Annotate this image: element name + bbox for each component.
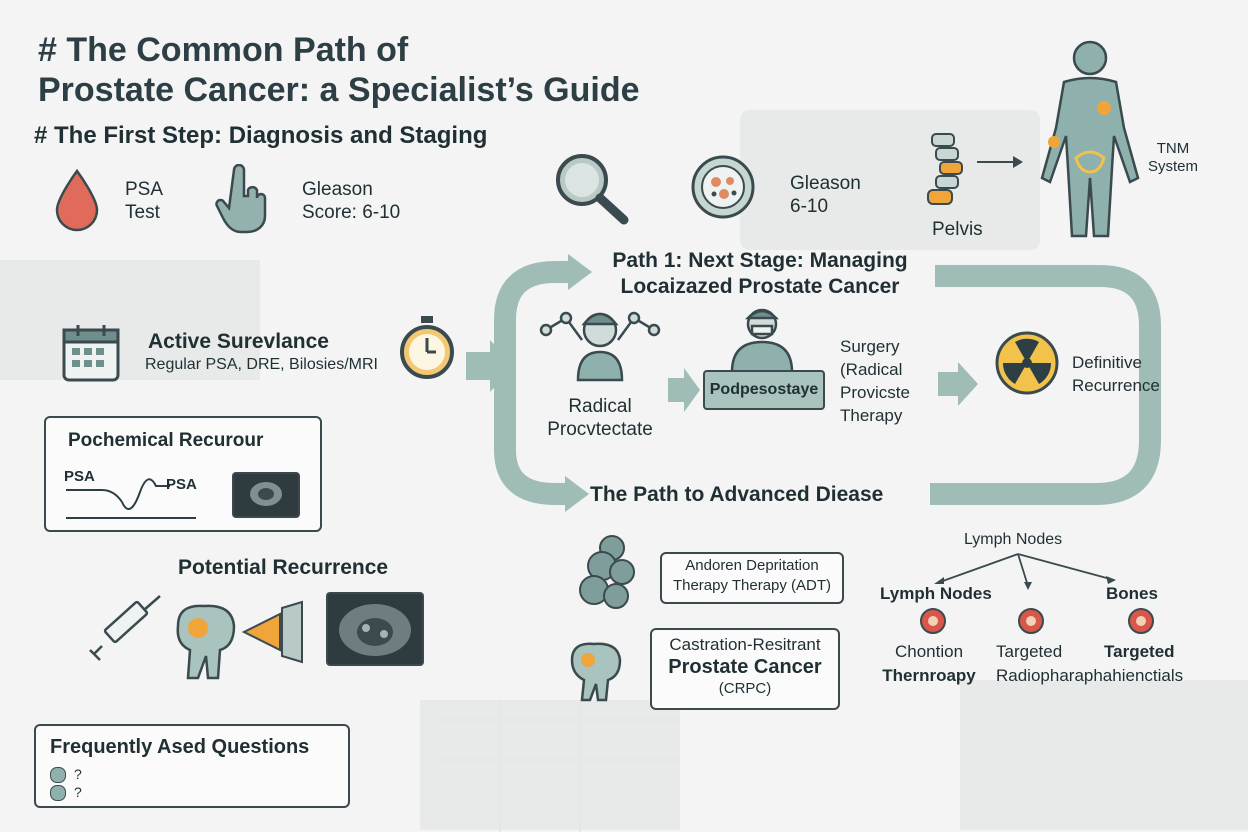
magnifying-glass-icon — [556, 154, 629, 225]
tree-left-label: Lymph Nodes — [880, 584, 992, 603]
surgical-robot-icon — [539, 311, 661, 382]
psa-trend-graph — [66, 478, 196, 519]
faq-title: Frequently Ased Questions — [50, 736, 310, 758]
cell-sample-icon — [691, 155, 755, 219]
faq-box: Frequently Ased Questions ? ? — [34, 724, 350, 808]
psa-graph-label-b: PSA — [166, 476, 197, 493]
radiation-icon — [995, 331, 1059, 395]
potential-recurrence-title: Potential Recurrence — [178, 556, 389, 579]
calendar-icon — [62, 325, 120, 382]
procedure-badge: Podpesostaye — [703, 370, 825, 410]
radiation-beam-icon — [241, 600, 303, 664]
question-icon — [50, 767, 66, 784]
tumor-cluster-icon — [579, 535, 635, 609]
ct-scan-image-icon — [326, 592, 424, 666]
tree-right-label: Bones — [1106, 584, 1158, 603]
cancer-cell-icon — [920, 608, 946, 634]
psa-graph-label-a: PSA — [64, 468, 95, 485]
arrow-right-icon — [977, 156, 1023, 168]
prostate-gland-icon — [570, 642, 622, 702]
stopwatch-icon — [400, 316, 454, 379]
spine-pelvis-icon — [927, 133, 963, 205]
surgeon-icon — [730, 308, 794, 372]
active-surveillance-subtitle: Regular PSA, DRE, Bilosies/MRI — [145, 356, 378, 373]
cancer-cell-icon-3 — [1128, 608, 1154, 634]
tree-root-label: Lymph Nodes — [964, 531, 1063, 548]
section-heading-diagnosis: # The First Step: Diagnosis and Staging — [34, 122, 488, 149]
question-icon — [50, 785, 66, 802]
tree-connectors — [934, 553, 1116, 590]
biochemical-recurrence-title: Pochemical Recurour — [68, 430, 264, 451]
human-body-icon — [1040, 40, 1140, 238]
targeted-bones-label: Targeted — [1104, 642, 1175, 661]
advanced-disease-title: The Path to Advanced Diease — [590, 483, 884, 506]
cancer-cell-icon-2 — [1018, 608, 1044, 634]
pointing-hand-icon — [215, 164, 267, 234]
prostate-tumor-icon — [176, 604, 236, 680]
biochemical-recurrence-card: Pochemical Recurour PSA PSA — [44, 416, 322, 532]
faq-item[interactable]: ? — [50, 766, 82, 784]
faq-item[interactable]: ? — [50, 784, 82, 802]
blood-drop-icon — [55, 168, 99, 232]
page-title: # The Common Path of Prostate Cancer: a … — [38, 31, 640, 109]
active-surveillance-title: Active Surevlance — [148, 330, 329, 353]
crpc-callout: Castration-Resitrant Prostate Cancer (CR… — [650, 628, 840, 710]
syringe-icon — [89, 595, 161, 661]
ultrasound-scan-icon — [232, 472, 300, 518]
pelvis-label: Pelvis — [932, 219, 983, 240]
